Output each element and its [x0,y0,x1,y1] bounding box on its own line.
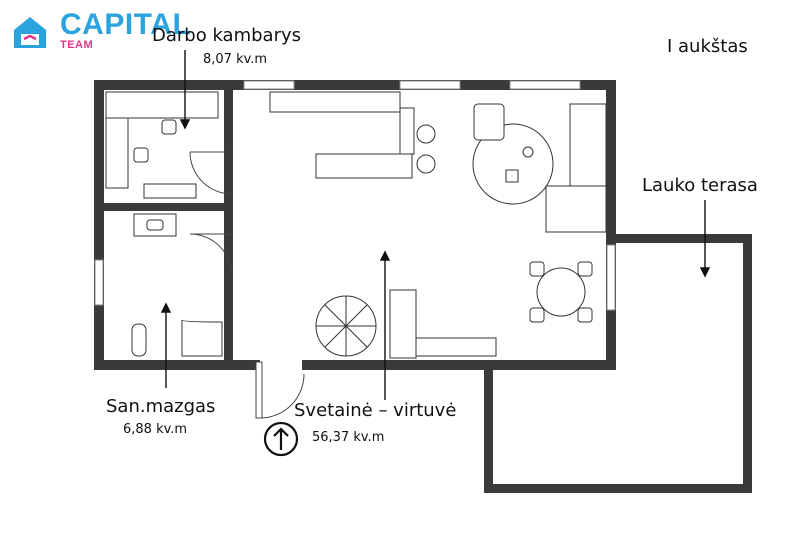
room-name-study: Darbo kambarys [152,25,302,46]
doors [189,151,305,419]
floor-label: I aukštas [667,36,748,57]
room-name-terrace: Lauko terasa [642,175,758,196]
walls [94,80,752,493]
brand-sub: TEAM [60,39,94,51]
furniture [105,91,607,359]
pointer-arrows [160,50,711,400]
windows [94,80,616,311]
room-area-living: 56,37 kv.m [312,430,385,445]
brand-logo: CAPITAL TEAM [8,8,198,54]
room-name-bathroom: San.mazgas [106,396,216,417]
house-icon [14,17,46,48]
room-area-bathroom: 6,88 kv.m [123,422,188,437]
room-area-study: 8,07 kv.m [203,52,268,67]
up-arrow-in-circle-icon [263,421,299,457]
brand-name: CAPITAL [60,8,192,41]
room-name-living: Svetainė – virtuvė [294,400,457,421]
